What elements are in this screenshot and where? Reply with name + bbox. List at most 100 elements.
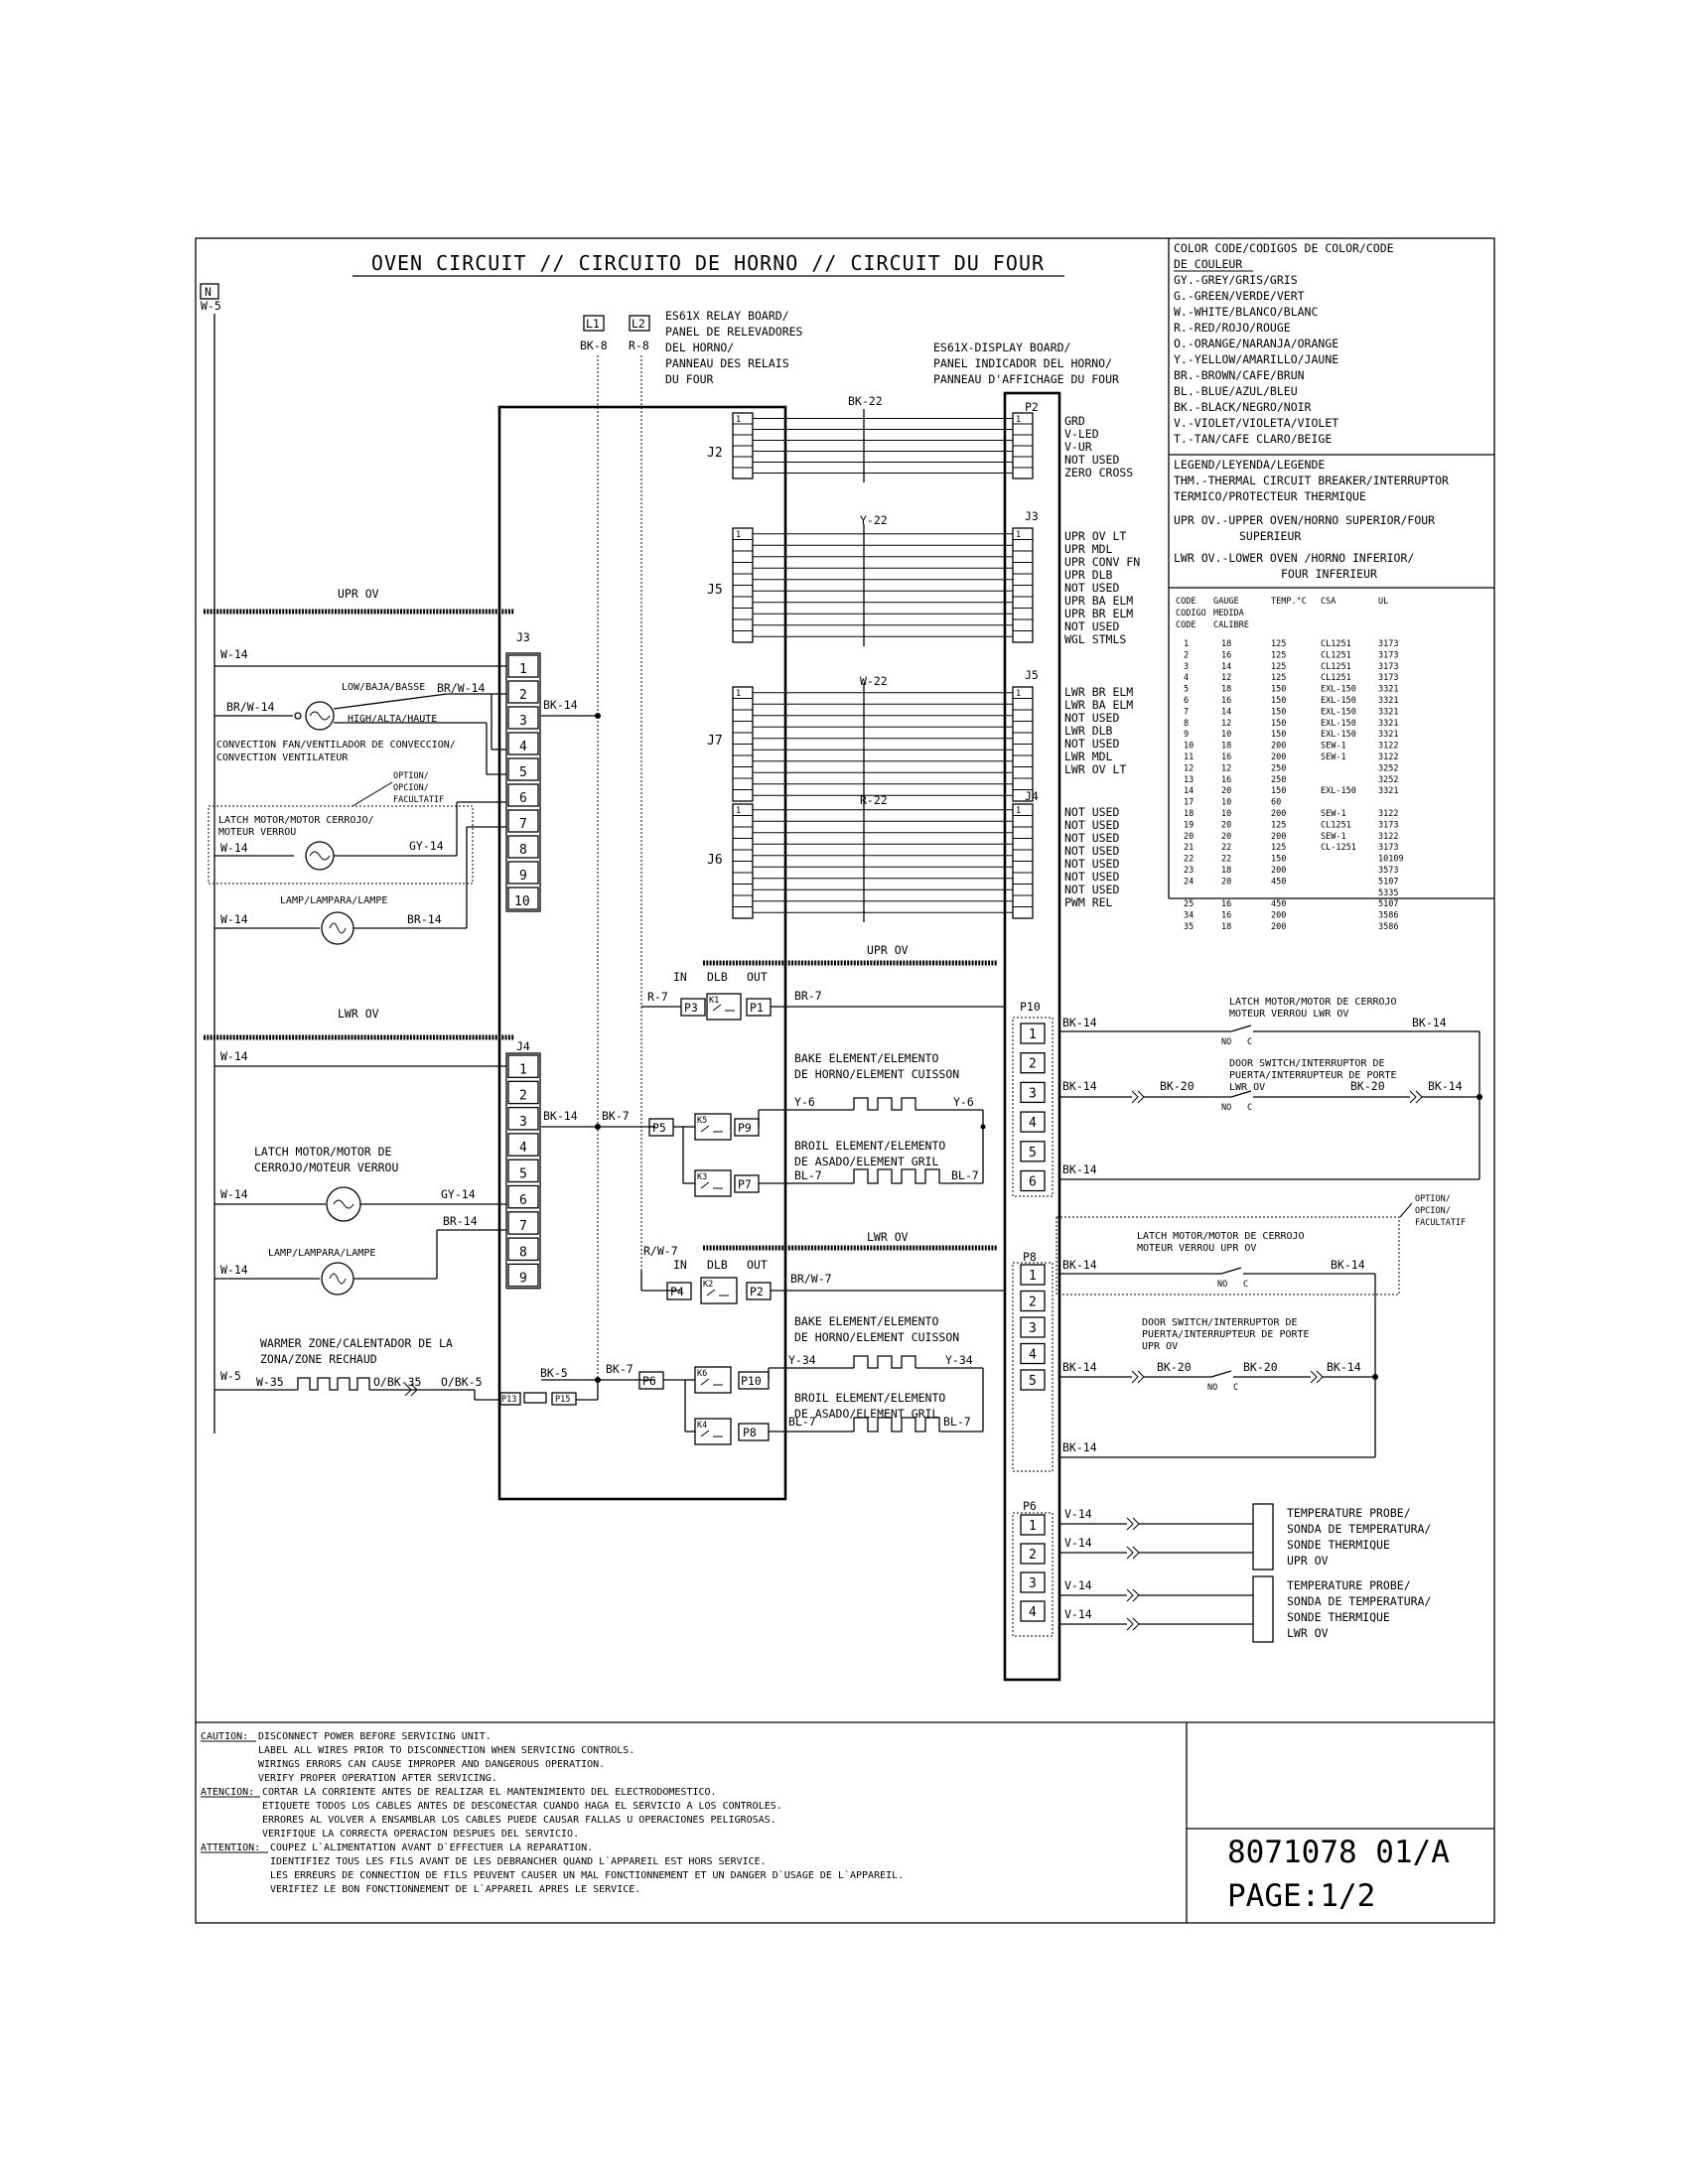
- gauge-cell: 3173: [1378, 673, 1398, 683]
- gauge-cell: 10: [1221, 798, 1231, 808]
- gauge-cell: 125: [1271, 820, 1286, 830]
- gauge-cell: 16: [1221, 775, 1231, 785]
- connector-pin: [1020, 1169, 1046, 1192]
- gauge-cell: 200: [1271, 866, 1286, 876]
- svg-text:W-14: W-14: [220, 1187, 248, 1201]
- gauge-cell: 150: [1271, 855, 1286, 865]
- svg-text:W-14: W-14: [220, 841, 248, 855]
- svg-text:NO: NO: [1207, 1383, 1217, 1393]
- terminal-pin: [507, 1237, 539, 1262]
- connector-pin: [1020, 1543, 1046, 1565]
- svg-text:W-35: W-35: [256, 1375, 284, 1389]
- svg-text:W-14: W-14: [220, 1263, 248, 1277]
- svg-text:K3: K3: [697, 1172, 707, 1182]
- svg-text:MOTEUR VERROU UPR OV: MOTEUR VERROU UPR OV: [1137, 1243, 1256, 1254]
- terminal-pin: [507, 757, 539, 781]
- svg-text:VERIFIQUE LA CORRECTA OPERACIO: VERIFIQUE LA CORRECTA OPERACION DESPUES …: [262, 1829, 579, 1840]
- neutral-terminal: N W-5: [200, 283, 221, 1433]
- connector-frame: [1012, 1512, 1054, 1637]
- gauge-cell: 24: [1184, 877, 1194, 887]
- gauge-cell: 18: [1184, 809, 1194, 819]
- gauge-cell: 10: [1221, 809, 1231, 819]
- gauge-cell: 3173: [1378, 820, 1398, 830]
- gauge-cell: 35: [1184, 922, 1194, 932]
- terminal-pin: [507, 1133, 539, 1157]
- svg-text:DLB: DLB: [707, 1258, 728, 1272]
- svg-text:P15: P15: [555, 1395, 570, 1405]
- svg-text:BK-14: BK-14: [543, 698, 578, 712]
- connector-pin: [1020, 1290, 1046, 1312]
- svg-text:CAUTION:: CAUTION:: [201, 1731, 248, 1742]
- svg-text:BK-14: BK-14: [1062, 1079, 1097, 1093]
- gauge-cell: 125: [1271, 843, 1286, 853]
- connector-p3: [680, 998, 706, 1017]
- svg-text:LAMP/LAMPARA/LAMPE: LAMP/LAMPARA/LAMPE: [268, 1248, 375, 1259]
- display-pin-label: NOT USED: [1064, 619, 1119, 633]
- display-pin-label: LWR OV LT: [1064, 762, 1126, 776]
- svg-text:ES61X-DISPLAY BOARD/: ES61X-DISPLAY BOARD/: [933, 341, 1071, 354]
- terminal-pin: [507, 1054, 539, 1078]
- gauge-cell: 18: [1221, 685, 1231, 695]
- svg-text:VERIFIEZ LE BON FONCTIONNEMENT: VERIFIEZ LE BON FONCTIONNEMENT DE L`APPA…: [270, 1883, 640, 1895]
- svg-text:DOOR SWITCH/INTERRUPTOR DE: DOOR SWITCH/INTERRUPTOR DE: [1142, 1317, 1298, 1328]
- svg-text:NO: NO: [1221, 1103, 1231, 1113]
- gauge-cell: 60: [1271, 798, 1281, 808]
- svg-text:C: C: [1247, 1103, 1252, 1113]
- connector-pin-number: 2: [1029, 1057, 1037, 1072]
- gauge-cell: 3: [1184, 662, 1189, 672]
- connector-pin-number: 3: [1029, 1321, 1037, 1336]
- gauge-cell: 3173: [1378, 843, 1398, 853]
- convection-fan-motor-icon: [305, 701, 335, 731]
- gauge-header: CODE: [1176, 597, 1196, 607]
- svg-text:ZONA/ZONE RECHAUD: ZONA/ZONE RECHAUD: [260, 1352, 377, 1366]
- gauge-cell: 150: [1271, 685, 1286, 695]
- gauge-cell: 16: [1221, 911, 1231, 921]
- gauge-cell: 14: [1184, 786, 1194, 796]
- svg-text:BK-7: BK-7: [602, 1109, 630, 1123]
- svg-text:LWR OV: LWR OV: [338, 1007, 379, 1021]
- svg-text:P2: P2: [1025, 400, 1039, 414]
- svg-text:PANNEAU DES RELAIS: PANNEAU DES RELAIS: [665, 356, 789, 370]
- terminal-pin: [507, 1184, 539, 1209]
- gauge-cell: EXL-150: [1321, 730, 1356, 740]
- gauge-cell: 22: [1184, 855, 1194, 865]
- svg-text:ETIQUETE TODOS LOS CABLES ANTE: ETIQUETE TODOS LOS CABLES ANTES DE DESCO…: [262, 1801, 782, 1812]
- svg-text:DOOR SWITCH/INTERRUPTOR DE: DOOR SWITCH/INTERRUPTOR DE: [1229, 1058, 1385, 1069]
- terminal-pin: [507, 1159, 539, 1183]
- gauge-cell: 5107: [1378, 899, 1398, 909]
- svg-text:PANNEAU D'AFFICHAGE DU FOUR: PANNEAU D'AFFICHAGE DU FOUR: [933, 372, 1119, 386]
- color-code-title2: DE COULEUR: [1174, 257, 1242, 271]
- gauge-cell: EXL-150: [1321, 719, 1356, 729]
- display-pin-label: NOT USED: [1064, 844, 1119, 858]
- svg-text:Y-6: Y-6: [794, 1095, 815, 1109]
- display-pin-label: UPR MDL: [1064, 542, 1113, 556]
- gauge-cell: 3586: [1378, 911, 1398, 921]
- gauge-cell: 3252: [1378, 775, 1398, 785]
- svg-text:C: C: [1247, 1037, 1252, 1047]
- connector-pin-number: 3: [1029, 1576, 1037, 1591]
- connector-pin-number: 2: [1029, 1548, 1037, 1563]
- svg-text:C: C: [1243, 1280, 1248, 1290]
- svg-text:P6: P6: [642, 1374, 656, 1388]
- gauge-cell: CL-1251: [1321, 843, 1356, 853]
- pin-one-label: 1: [1016, 415, 1021, 425]
- svg-text:PUERTA/INTERRUPTEUR DE PORTE: PUERTA/INTERRUPTEUR DE PORTE: [1229, 1070, 1397, 1081]
- display-pin-label: UPR BR ELM: [1064, 607, 1133, 620]
- svg-text:J7: J7: [707, 734, 723, 749]
- gauge-cell: 200: [1271, 809, 1286, 819]
- gauge-cell: SEW-1: [1321, 809, 1346, 819]
- svg-text:UPR OV: UPR OV: [867, 943, 909, 957]
- connector-pin-number: 5: [1029, 1374, 1037, 1389]
- svg-text:LOW/BAJA/BASSE: LOW/BAJA/BASSE: [342, 682, 425, 693]
- p6-wiring: V-14 V-14 V-14 V-14 TEMPERATURE PROBE/ S…: [1059, 1503, 1431, 1643]
- pin-one-label: 1: [736, 530, 741, 540]
- svg-text:LES ERREURS DE CONNECTION DE F: LES ERREURS DE CONNECTION DE FILS PEUVEN…: [270, 1869, 904, 1881]
- connector-pin: [1020, 1264, 1046, 1286]
- gauge-cell: 5107: [1378, 877, 1398, 887]
- terminal-pin-number: 5: [519, 1167, 527, 1182]
- svg-text:ATENCION:: ATENCION:: [201, 1787, 254, 1798]
- display-pin-label: NOT USED: [1064, 857, 1119, 871]
- svg-text:BK-5: BK-5: [540, 1366, 568, 1380]
